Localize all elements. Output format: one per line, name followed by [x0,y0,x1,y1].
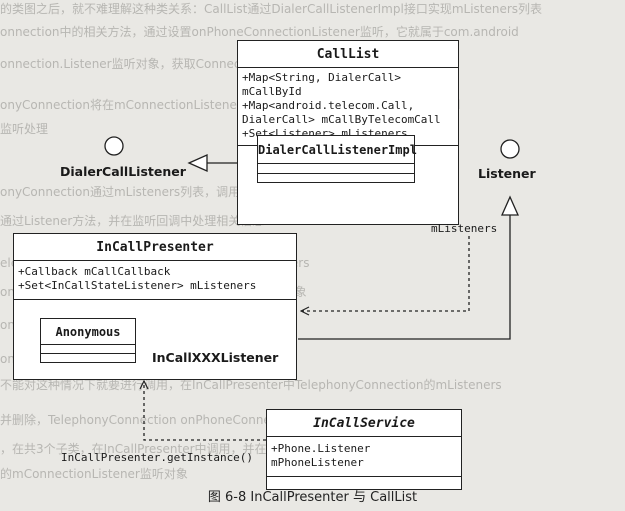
background-line: 的mConnectionListener监听对象 [0,467,188,481]
dialercalllistener-label: DialerCallListener [60,164,186,179]
background-line: 的类图之后，就不难理解这种类关系：CallList通过DialerCallLis… [0,2,543,16]
impl-realization-triangle [187,153,208,173]
mlisteners-dependency-line [301,236,470,311]
anonymous-operations [41,354,135,362]
calllist-attr: +Map<String, DialerCall> mCallById [242,71,401,98]
listener-lollipop-icon [500,139,520,159]
incallpresenter-class-title: InCallPresenter [14,234,296,261]
background-line: 通过Listener方法，并在监听回调中处理相关信息 [0,214,265,228]
presenter-listener-realization-line [298,215,511,340]
calllist-class-title: CallList [238,41,458,68]
dialercalllistener-lollipop-icon [104,136,124,156]
background-line: 监听处理 [0,122,49,136]
getinstance-label: InCallPresenter.getInstance() [61,451,254,464]
background-line: onnection中的相关方法，通过设置onPhoneConnectionLis… [0,25,519,39]
calllist-class: CallList +Map<String, DialerCall> mCallB… [237,40,459,225]
listener-label: Listener [478,166,536,181]
dialercalllistenerimpl-operations [258,174,414,182]
mlisteners-label: mListeners [431,222,498,235]
dialercalllistenerimpl-title: DialerCallListenerImpl [258,136,417,164]
incallpresenter-attr: +Set<InCallStateListener> mListeners [18,279,257,292]
dialercalllistenerimpl-attributes [258,164,414,174]
dialercalllistenerimpl-class: DialerCallListenerImpl [257,135,417,183]
background-line: 不能对这种情况下就要进行调用，在InCallPresenter中Telephon… [0,378,502,392]
incallxxxlistener-label: InCallXXXListener [152,350,279,365]
incallpresenter-attr: +Callback mCallCallback [18,265,171,278]
anonymous-class: Anonymous [40,318,136,363]
getinstance-dependency-line [144,381,266,441]
figure-caption: 图 6-8 InCallPresenter 与 CallList [207,490,418,505]
anonymous-class-title: Anonymous [41,319,135,345]
incallservice-attributes: +Phone.Listener mPhoneListener [267,437,461,477]
incallservice-class-title: InCallService [267,410,461,437]
anonymous-attributes [41,345,135,354]
incallservice-attr: +Phone.Listener mPhoneListener [271,442,371,469]
presenter-listener-realization-triangle [500,195,520,216]
incallservice-class: InCallService +Phone.Listener mPhoneList… [266,409,462,490]
incallpresenter-attributes: +Callback mCallCallback +Set<InCallState… [14,261,296,300]
calllist-attr: +Map<android.telecom.Call, DialerCall> m… [242,99,441,126]
background-line: onnection.Listener监听对象，获取Connection [0,57,264,71]
